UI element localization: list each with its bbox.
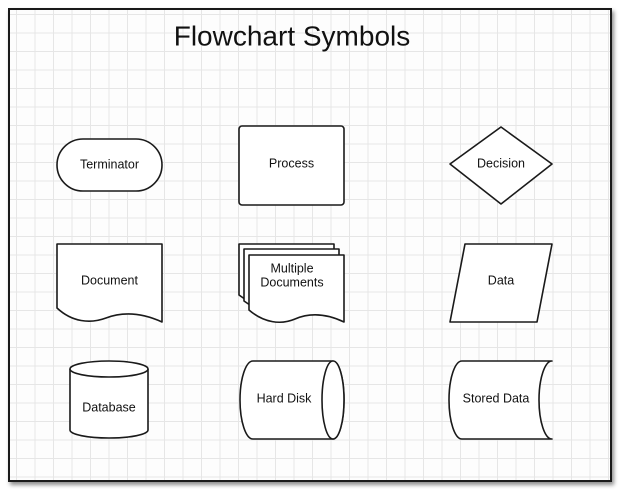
data-shape [449,243,553,323]
decision-shape [449,126,553,205]
multiple-documents-symbol[interactable]: Multiple Documents [238,243,345,324]
database-label: Database [82,400,136,414]
terminator-shape [56,138,163,192]
database-top [69,360,149,378]
hard-disk-label: Hard Disk [257,391,313,405]
process-shape [238,125,345,206]
hard-disk-symbol[interactable]: Hard Disk [239,360,345,440]
decision-symbol[interactable]: Decision [449,126,553,205]
document-shape [56,243,163,323]
diagram-title: Flowchart Symbols [174,20,411,51]
data-symbol[interactable]: Data [449,243,553,323]
multiple-documents-front-sheet [248,254,345,324]
stored-data-symbol[interactable]: Stored Data [448,360,553,440]
process-label: Process [269,156,314,170]
terminator-symbol[interactable]: Terminator [56,138,163,192]
terminator-label: Terminator [80,157,139,171]
hard-disk-end [321,360,345,440]
stored-data-label: Stored Data [463,391,530,405]
multiple-documents-label-line-1: Multiple [270,261,313,275]
multiple-documents-label-line-2: Documents [260,275,323,289]
database-symbol[interactable]: Database [69,360,149,439]
process-symbol[interactable]: Process [238,125,345,206]
document-label: Document [81,273,138,287]
data-label: Data [488,273,514,287]
decision-label: Decision [477,156,525,170]
document-symbol[interactable]: Document [56,243,163,323]
stored-data-shape [448,360,553,440]
database-body [69,369,149,439]
